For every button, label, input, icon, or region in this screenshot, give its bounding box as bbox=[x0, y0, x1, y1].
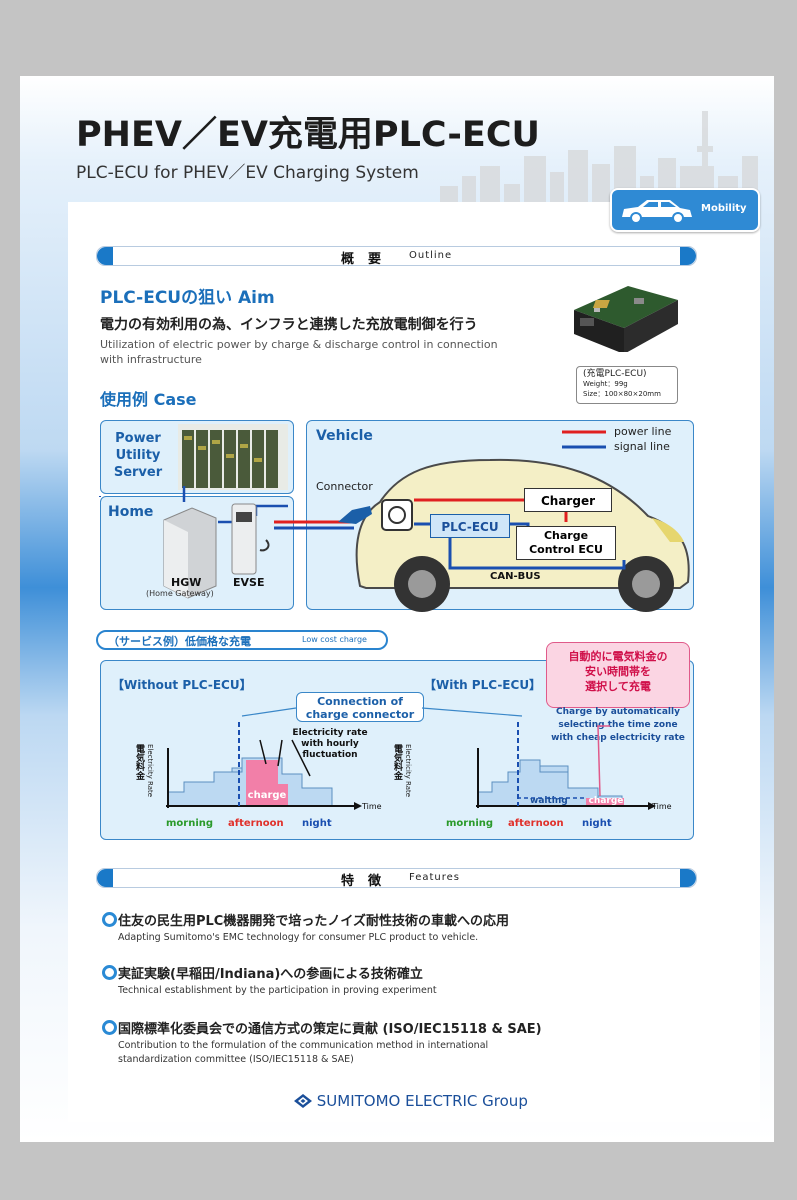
sumitomo-mark-icon bbox=[294, 1094, 312, 1108]
product-size: Size：100×80×20mm bbox=[583, 390, 661, 398]
auto-charge-jp-callout: 自動的に電気料金の 安い時間帯を 選択して充電 bbox=[546, 642, 690, 708]
poster: PHEV／EV充電用PLC-ECU PLC-ECU for PHEV／EV Ch… bbox=[20, 76, 774, 1142]
left-night: night bbox=[302, 818, 332, 829]
page-title: PHEV／EV充電用PLC-ECU bbox=[76, 115, 540, 155]
logo-text: SUMITOMO ELECTRIC Group bbox=[316, 1092, 528, 1110]
waiting-label: waiting bbox=[530, 796, 568, 806]
evse-label: EVSE bbox=[233, 576, 265, 589]
left-morning: morning bbox=[166, 818, 214, 829]
outline-band: 概要 Outline bbox=[96, 246, 697, 267]
features-band: 特徴 Features bbox=[96, 868, 697, 889]
hgw-sublabel: (Home Gateway) bbox=[146, 589, 214, 598]
home-label: Home bbox=[108, 504, 154, 520]
can-bus-label: CAN-BUS bbox=[490, 571, 541, 582]
outline-band-en: Outline bbox=[409, 250, 453, 261]
legend-power-line: power line bbox=[614, 425, 672, 438]
bullet-icon bbox=[102, 912, 117, 927]
left-afternoon: afternoon bbox=[228, 818, 284, 829]
outline-band-jp: 概要 bbox=[341, 252, 396, 267]
left-time-label: Time bbox=[362, 802, 382, 811]
server-rack-image bbox=[178, 424, 288, 490]
legend-signal-line: signal line bbox=[614, 440, 670, 453]
features-band-jp: 特徴 bbox=[341, 874, 396, 889]
aim-english: Utilization of electric power by charge … bbox=[100, 338, 498, 366]
charge-control-ecu-box: Charge Control ECU bbox=[516, 526, 616, 560]
right-ylabel-en: Electricity Rate bbox=[404, 744, 412, 798]
rate-graphs bbox=[166, 707, 656, 810]
hgw-label: HGW bbox=[171, 576, 202, 589]
plc-ecu-box: PLC-ECU bbox=[430, 514, 510, 538]
aim-heading: PLC-ECUの狙い Aim bbox=[100, 288, 275, 308]
charger-box: Charger bbox=[524, 488, 612, 512]
left-ylabel-en: Electricity Rate bbox=[146, 744, 154, 798]
product-caption-title: (充電PLC-ECU) bbox=[583, 369, 647, 379]
right-charge-label: charge bbox=[588, 796, 624, 806]
sumitomo-logo: SUMITOMO ELECTRIC Group bbox=[294, 1092, 528, 1110]
low-cost-charge-heading: （サービス例）低価格な充電 Low cost charge bbox=[96, 630, 388, 650]
car-icon bbox=[622, 200, 692, 224]
bullet-icon bbox=[102, 1020, 117, 1035]
without-plc-ecu-label: 【Without PLC-ECU】 bbox=[112, 678, 252, 692]
right-ylabel-jp: 電気料金 bbox=[392, 744, 402, 780]
right-morning: morning bbox=[446, 818, 494, 829]
rate-fluctuation-note: Electricity rate with hourly fluctuation bbox=[292, 728, 368, 760]
right-afternoon: afternoon bbox=[508, 818, 564, 829]
aim-japanese: 電力の有効利用の為、インフラと連携した充放電制御を行う bbox=[100, 317, 478, 333]
bullet-icon bbox=[102, 965, 117, 980]
page-subtitle: PLC-ECU for PHEV／EV Charging System bbox=[76, 163, 419, 183]
plc-ecu-product-image bbox=[574, 286, 678, 352]
left-charge-label: charge bbox=[247, 790, 287, 801]
connection-callout: Connection of charge connector bbox=[296, 692, 424, 722]
low-cost-charge-jp: （サービス例）低価格な充電 bbox=[108, 635, 251, 648]
mobility-label: Mobility bbox=[701, 203, 747, 214]
right-night: night bbox=[582, 818, 612, 829]
vehicle-label: Vehicle bbox=[316, 428, 373, 444]
mobility-badge: Mobility bbox=[610, 188, 760, 232]
power-utility-label: Power Utility Server bbox=[113, 431, 163, 480]
left-ylabel-jp: 電気料金 bbox=[134, 744, 144, 780]
low-cost-charge-en: Low cost charge bbox=[302, 635, 367, 644]
auto-charge-en-text: Charge by automatically selecting the ti… bbox=[551, 707, 685, 743]
features-band-en: Features bbox=[409, 872, 460, 883]
case-heading: 使用例 Case bbox=[100, 390, 197, 409]
connector-label: Connector bbox=[316, 480, 373, 493]
right-time-label: Time bbox=[652, 802, 672, 811]
product-caption: (充電PLC-ECU) Weight：99g Size：100×80×20mm bbox=[576, 366, 678, 404]
with-plc-ecu-label: 【With PLC-ECU】 bbox=[424, 678, 542, 692]
product-weight: Weight：99g bbox=[583, 380, 628, 388]
